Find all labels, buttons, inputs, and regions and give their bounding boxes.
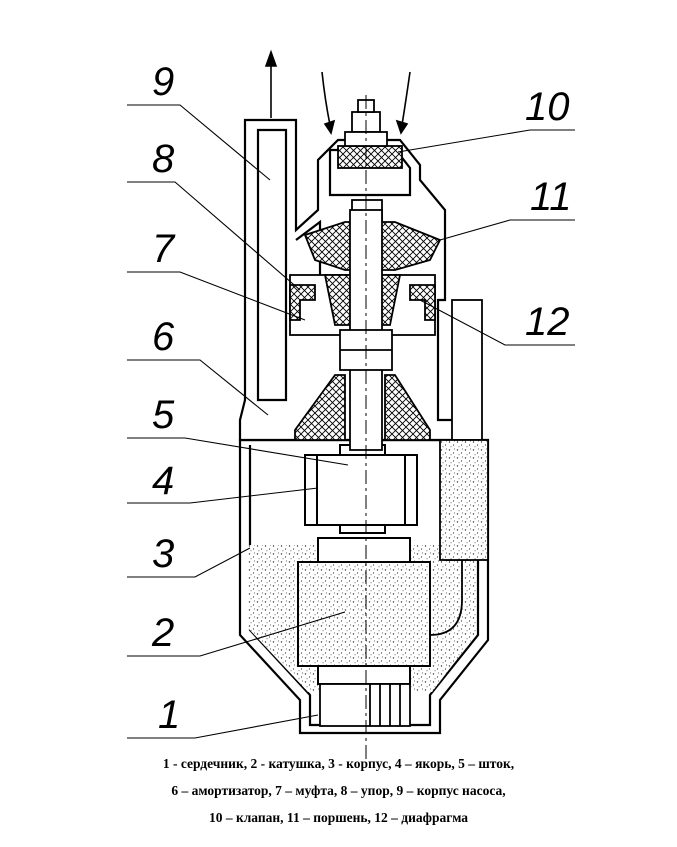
callout-3: 3	[152, 532, 174, 576]
coil	[297, 537, 431, 685]
core	[319, 683, 411, 727]
callout-11: 11	[530, 175, 572, 219]
callout-5: 5	[152, 393, 175, 437]
callout-12: 12	[525, 300, 570, 344]
callout-numbers: 9 8 7 6 5 4 3 2 1 10 11 12	[151, 60, 572, 737]
callout-7: 7	[152, 227, 176, 271]
caption-line-2: 6 – амортизатор, 7 – муфта, 8 – упор, 9 …	[171, 783, 506, 798]
callout-10: 10	[525, 85, 570, 129]
valve	[337, 99, 403, 169]
caption-line-1: 1 - сердечник, 2 - катушка, 3 - корпус, …	[162, 756, 515, 771]
caption-line-3: 10 – клапан, 11 – поршень, 12 – диафрагм…	[208, 810, 469, 825]
callout-6: 6	[152, 315, 175, 359]
callout-1: 1	[158, 693, 180, 737]
leader-lines	[127, 104, 575, 739]
pump-cross-section-diagram: 9 8 7 6 5 4 3 2 1 10 11 12	[127, 49, 575, 760]
callout-9: 9	[152, 60, 174, 104]
flow-arrows	[264, 49, 411, 135]
shock-absorber	[294, 374, 431, 441]
callout-4: 4	[152, 459, 174, 503]
callout-2: 2	[151, 611, 174, 655]
side-tube	[429, 299, 489, 636]
armature	[304, 444, 418, 534]
callout-8: 8	[152, 137, 175, 181]
